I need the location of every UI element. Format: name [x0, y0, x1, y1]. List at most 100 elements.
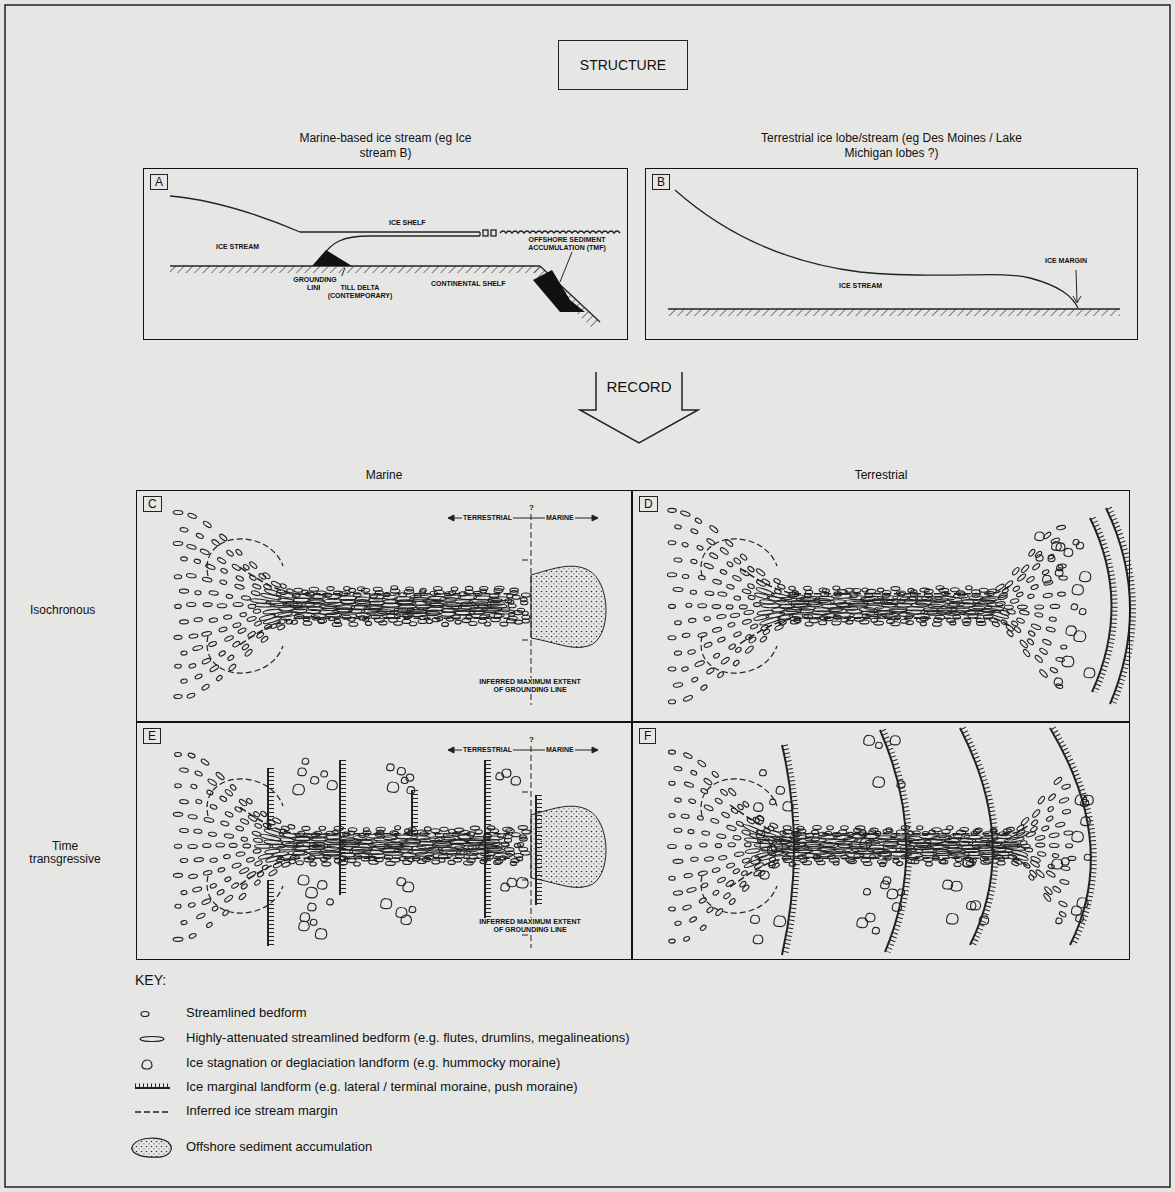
bedform — [669, 604, 676, 608]
bedform — [796, 609, 814, 613]
annotation: MARINE — [545, 514, 575, 522]
hummock — [770, 799, 776, 805]
ice-surface — [675, 190, 1078, 308]
bedform — [323, 847, 338, 851]
bedform — [216, 843, 225, 847]
bedform — [891, 587, 900, 591]
bedform — [750, 623, 758, 630]
bedform — [173, 541, 183, 545]
bedform — [390, 589, 400, 593]
hummock — [401, 777, 408, 783]
bedform — [241, 837, 248, 842]
bedform — [690, 770, 697, 776]
bedform — [920, 622, 926, 626]
bedform — [510, 861, 516, 865]
bedform — [253, 849, 261, 854]
bedform — [703, 777, 713, 785]
bedform — [687, 649, 695, 655]
bedform — [668, 508, 677, 512]
bedform — [179, 799, 188, 804]
bedform — [717, 614, 726, 619]
bedform — [238, 798, 247, 806]
bedform — [703, 562, 714, 569]
moraine-ticks — [340, 760, 346, 895]
bedform — [728, 843, 735, 847]
bedform — [720, 569, 728, 575]
bedform — [732, 868, 740, 874]
bedform — [709, 525, 719, 534]
bedform — [190, 784, 197, 790]
hummock — [1054, 678, 1062, 686]
hummock — [1036, 555, 1043, 561]
hummock — [327, 781, 337, 790]
bedform — [181, 679, 188, 684]
hummock — [1076, 542, 1083, 549]
bedform — [688, 798, 696, 804]
hummock — [1071, 604, 1077, 610]
bedform — [234, 583, 244, 590]
bedform — [188, 874, 197, 879]
hummock — [401, 915, 411, 925]
bedform — [684, 781, 694, 788]
bedform — [200, 548, 210, 555]
bedform — [512, 595, 520, 599]
bedform — [234, 806, 242, 813]
bedform — [251, 590, 261, 596]
hummock — [756, 830, 764, 838]
hummock — [306, 887, 318, 898]
bedform — [700, 684, 708, 691]
bedform — [874, 621, 884, 625]
flow-loop — [701, 636, 777, 673]
bedform — [194, 617, 203, 622]
hummock — [1052, 542, 1062, 551]
bedform — [208, 832, 216, 837]
moraine-ticks — [268, 880, 274, 946]
bedform — [231, 563, 241, 571]
bedform — [673, 682, 683, 687]
hummock — [760, 841, 771, 851]
hummock — [753, 935, 763, 944]
bedform — [674, 524, 681, 529]
bedform — [802, 861, 811, 865]
bedform — [219, 533, 228, 542]
bedform — [485, 622, 491, 626]
bedform — [690, 528, 698, 535]
bedform — [723, 892, 731, 900]
flow-loop — [207, 539, 283, 576]
bedform — [669, 876, 675, 880]
bedform — [240, 612, 247, 617]
bedform — [683, 752, 693, 760]
bedform — [180, 828, 189, 832]
annotation: TERRESTRIAL — [462, 514, 513, 522]
bedform — [883, 843, 898, 847]
bedform — [238, 892, 247, 900]
hummock — [860, 838, 872, 848]
bedform — [1048, 793, 1057, 802]
bedform — [174, 844, 181, 848]
bedform — [374, 837, 393, 841]
bedform — [719, 547, 729, 556]
moraine-ticks — [412, 790, 418, 835]
bedform — [277, 624, 285, 631]
bedform — [354, 862, 361, 866]
moraine-ticks — [268, 768, 274, 830]
hummock — [866, 913, 876, 922]
bedform — [1019, 610, 1029, 616]
bedform — [522, 619, 529, 623]
bedform — [201, 683, 210, 691]
bedform — [188, 814, 197, 819]
page-frame — [5, 5, 1170, 1187]
hummock — [1080, 571, 1091, 581]
bedform — [669, 939, 676, 943]
bedform — [742, 588, 752, 594]
bedform — [811, 838, 826, 842]
bedform — [219, 626, 228, 632]
bedform — [833, 586, 840, 590]
hummock — [1073, 539, 1079, 545]
hummock — [963, 857, 974, 867]
bedform — [469, 622, 477, 626]
bedform — [253, 609, 261, 614]
hummock — [751, 856, 760, 864]
hummock — [754, 803, 763, 812]
